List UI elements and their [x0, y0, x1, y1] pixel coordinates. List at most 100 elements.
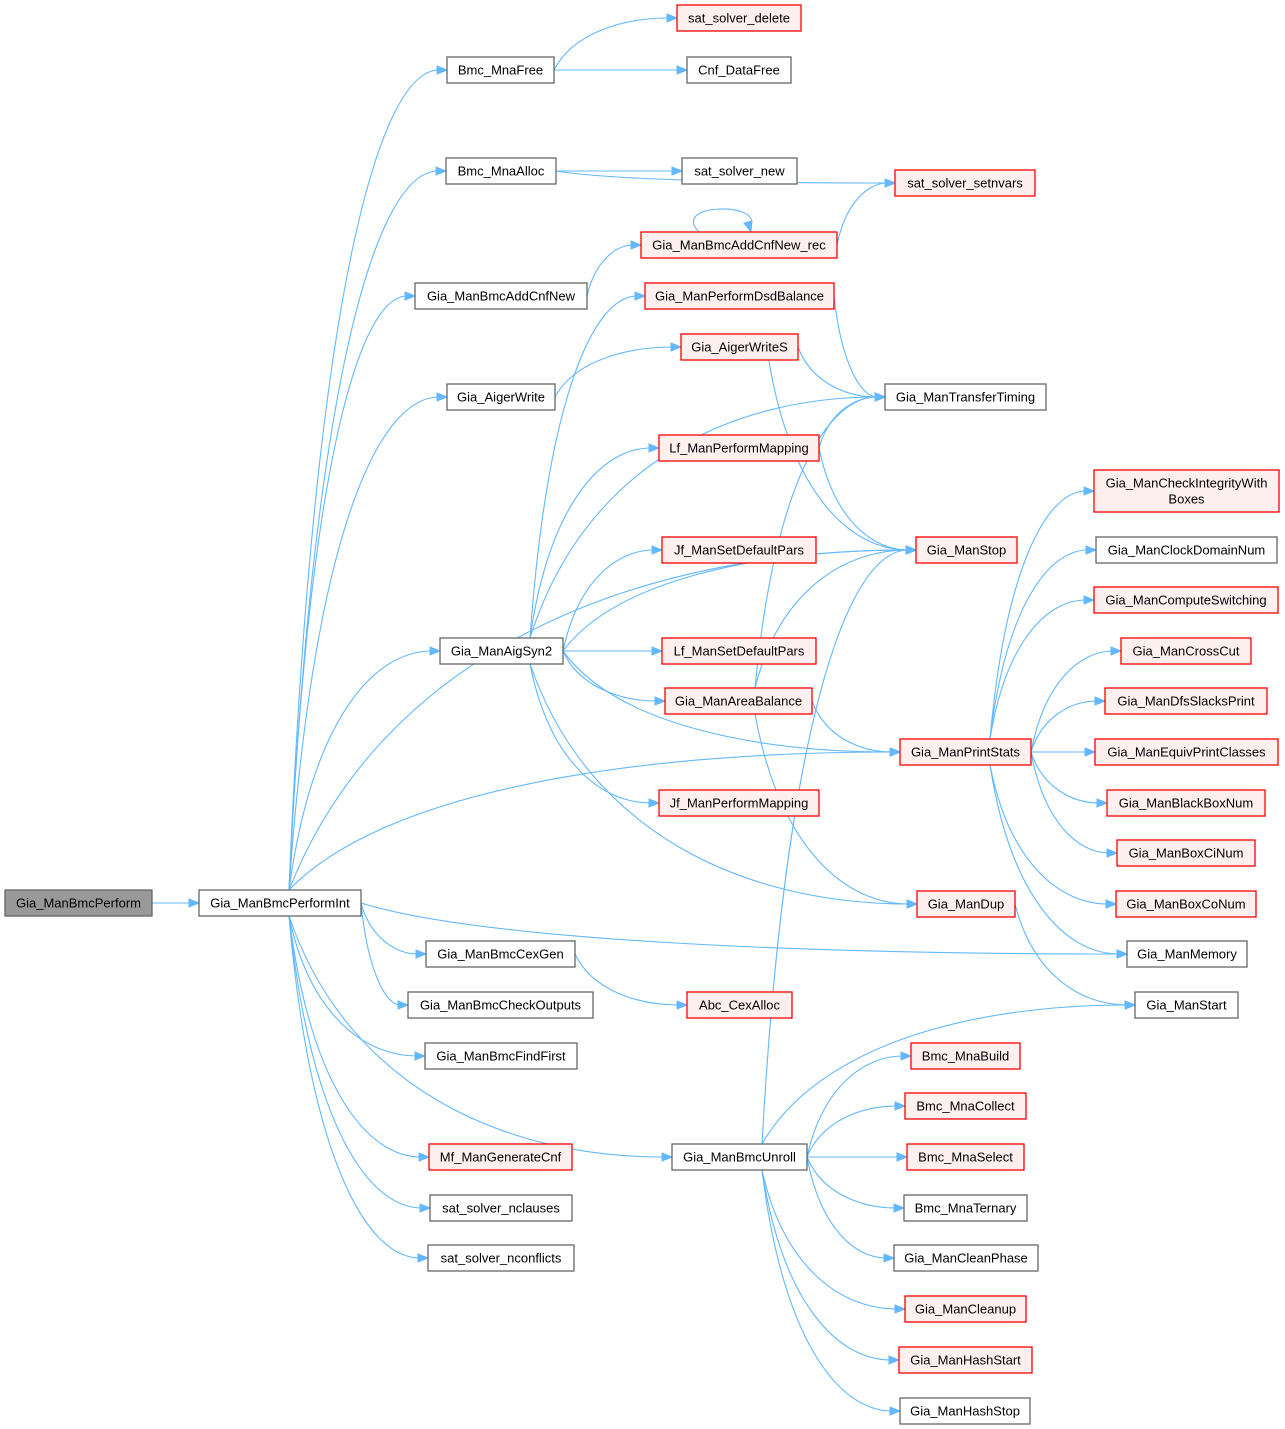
edge-path [989, 764, 1109, 905]
node-jf-man-set-default-pars[interactable]: Jf_ManSetDefaultPars [661, 536, 817, 564]
edge-gia-man-bmc-unroll-to-bmc-mna-build [806, 1051, 913, 1158]
node-gia-man-dfs-slacks-print[interactable]: Gia_ManDfsSlacksPrint [1104, 687, 1268, 715]
node-label: Gia_ManBmcFindFirst [436, 1049, 566, 1064]
node-gia-man-transfer-timing[interactable]: Gia_ManTransferTiming [884, 383, 1047, 411]
node-abc-cex-alloc[interactable]: Abc_CexAlloc [686, 991, 793, 1019]
arrowhead-icon [666, 13, 679, 23]
node-gia-man-stop[interactable]: Gia_ManStop [915, 536, 1018, 564]
edge-path [288, 69, 440, 891]
node-bmc-mna-collect[interactable]: Bmc_MnaCollect [904, 1092, 1027, 1120]
edge-path [761, 1169, 893, 1412]
node-box [446, 383, 556, 411]
arrowhead-icon [414, 1051, 427, 1061]
arrowhead-icon [888, 1355, 901, 1365]
edge-path [1030, 650, 1114, 753]
node-gia-aiger-write[interactable]: Gia_AigerWrite [446, 383, 556, 411]
node-box [906, 1143, 1025, 1171]
node-gia-man-bmc-perform-int[interactable]: Gia_ManBmcPerformInt [198, 889, 362, 917]
node-lf-man-perform-mapping[interactable]: Lf_ManPerformMapping [658, 434, 820, 462]
node-label: Bmc_MnaFree [458, 63, 543, 78]
edge-path [554, 346, 674, 398]
node-sat-solver-nconflicts[interactable]: sat_solver_nconflicts [427, 1244, 575, 1272]
node-gia-man-box-co-num[interactable]: Gia_ManBoxCoNum [1115, 890, 1257, 918]
edge-gia-man-bmc-unroll-to-gia-man-start [761, 1000, 1137, 1145]
node-jf-man-perform-mapping[interactable]: Jf_ManPerformMapping [658, 789, 820, 817]
node-box [894, 169, 1036, 197]
node-gia-man-memory[interactable]: Gia_ManMemory [1126, 940, 1248, 968]
node-gia-man-bmc-check-outputs[interactable]: Gia_ManBmcCheckOutputs [407, 991, 594, 1019]
node-sat-solver-new[interactable]: sat_solver_new [681, 157, 798, 185]
node-bmc-mna-free[interactable]: Bmc_MnaFree [446, 56, 555, 84]
edge-path [360, 902, 419, 955]
edge-gia-man-print-stats-to-gia-man-cross-cut [1030, 646, 1123, 753]
node-label: Cnf_DataFree [698, 63, 780, 78]
node-gia-man-dup[interactable]: Gia_ManDup [916, 890, 1016, 918]
node-bmc-mna-alloc[interactable]: Bmc_MnaAlloc [445, 157, 557, 185]
node-box [198, 889, 362, 917]
edge-path [574, 953, 680, 1006]
edge-path [1030, 700, 1098, 753]
node-gia-man-black-box-num[interactable]: Gia_ManBlackBoxNum [1106, 789, 1266, 817]
edge-gia-aiger-write-to-gia-aiger-write-s [554, 342, 683, 398]
node-gia-man-perform-dsd-balance[interactable]: Gia_ManPerformDsdBalance [644, 282, 835, 310]
node-box [1093, 586, 1279, 614]
node-box [1115, 890, 1257, 918]
arrowhead-icon [417, 1253, 430, 1263]
node-box [658, 789, 820, 817]
node-gia-man-bmc-find-first[interactable]: Gia_ManBmcFindFirst [424, 1042, 578, 1070]
edge-path [989, 599, 1087, 740]
node-mf-man-generate-cnf[interactable]: Mf_ManGenerateCnf [428, 1143, 573, 1171]
node-gia-man-clock-domain-num[interactable]: Gia_ManClockDomainNum [1095, 536, 1278, 564]
node-gia-man-aig-syn2[interactable]: Gia_ManAigSyn2 [439, 637, 564, 665]
node-box [429, 1194, 573, 1222]
node-gia-man-hash-stop[interactable]: Gia_ManHashStop [899, 1397, 1031, 1425]
node-sat-solver-setnvars[interactable]: sat_solver_setnvars [894, 169, 1036, 197]
node-gia-man-bmc-cex-gen[interactable]: Gia_ManBmcCexGen [425, 940, 576, 968]
node-sat-solver-nclauses[interactable]: sat_solver_nclauses [429, 1194, 573, 1222]
edge-gia-man-print-stats-to-gia-man-clock-domain-num [989, 545, 1098, 740]
node-label: Gia_ManDup [928, 897, 1005, 912]
node-gia-man-clean-phase[interactable]: Gia_ManCleanPhase [893, 1244, 1039, 1272]
arrowhead-icon [1084, 747, 1097, 757]
node-sat-solver-delete[interactable]: sat_solver_delete [676, 4, 802, 32]
node-bmc-mna-select[interactable]: Bmc_MnaSelect [906, 1143, 1025, 1171]
edge-gia-man-print-stats-to-gia-man-black-box-num [1030, 751, 1109, 808]
node-gia-man-equiv-print-classes[interactable]: Gia_ManEquivPrintClasses [1094, 738, 1279, 766]
node-gia-man-bmc-unroll[interactable]: Gia_ManBmcUnroll [671, 1143, 808, 1171]
node-gia-man-cleanup[interactable]: Gia_ManCleanup [904, 1295, 1027, 1323]
node-label: Jf_ManSetDefaultPars [674, 543, 805, 558]
edge-path [811, 700, 893, 753]
arrowhead-icon [1085, 545, 1098, 555]
node-label: Lf_ManPerformMapping [669, 441, 808, 456]
edge-path [288, 295, 408, 891]
edge-path [806, 1156, 887, 1259]
arrowhead-icon [889, 747, 902, 757]
edge-gia-man-bmc-add-cnf-new-to-gia-man-bmc-add-cnf-new-rec [586, 240, 643, 297]
node-gia-man-bmc-add-cnf-new-rec[interactable]: Gia_ManBmcAddCnfNew_rec [640, 231, 838, 259]
node-box [428, 1143, 573, 1171]
edge-bmc-mna-alloc-to-sat-solver-new [555, 166, 684, 176]
node-gia-man-hash-start[interactable]: Gia_ManHashStart [898, 1346, 1033, 1374]
node-gia-aiger-write-s[interactable]: Gia_AigerWriteS [680, 333, 799, 361]
node-lf-man-set-default-pars[interactable]: Lf_ManSetDefaultPars [661, 637, 817, 665]
node-cnf-data-free[interactable]: Cnf_DataFree [686, 56, 792, 84]
node-gia-man-area-balance[interactable]: Gia_ManAreaBalance [664, 687, 813, 715]
node-box [664, 687, 813, 715]
node-gia-man-bmc-add-cnf-new[interactable]: Gia_ManBmcAddCnfNew [414, 282, 588, 310]
node-gia-man-compute-switching[interactable]: Gia_ManComputeSwitching [1093, 586, 1279, 614]
node-gia-man-box-ci-num[interactable]: Gia_ManBoxCiNum [1116, 839, 1256, 867]
node-gia-man-print-stats[interactable]: Gia_ManPrintStats [899, 738, 1032, 766]
edge-gia-man-aig-syn2-to-jf-man-set-default-pars [562, 545, 664, 652]
node-bmc-mna-build[interactable]: Bmc_MnaBuild [910, 1042, 1021, 1070]
node-bmc-mna-ternary[interactable]: Bmc_MnaTernary [903, 1194, 1028, 1222]
edge-path [754, 549, 909, 689]
arrowhead-icon [676, 1000, 689, 1010]
node-label: sat_solver_new [694, 164, 785, 179]
node-gia-man-cross-cut[interactable]: Gia_ManCrossCut [1120, 637, 1252, 665]
node-gia-man-start[interactable]: Gia_ManStart [1134, 991, 1239, 1019]
node-label: Gia_ManBmcCexGen [437, 947, 563, 962]
node-label: Mf_ManGenerateCnf [440, 1150, 562, 1165]
edge-path [288, 396, 440, 891]
edge-path [1030, 751, 1100, 804]
